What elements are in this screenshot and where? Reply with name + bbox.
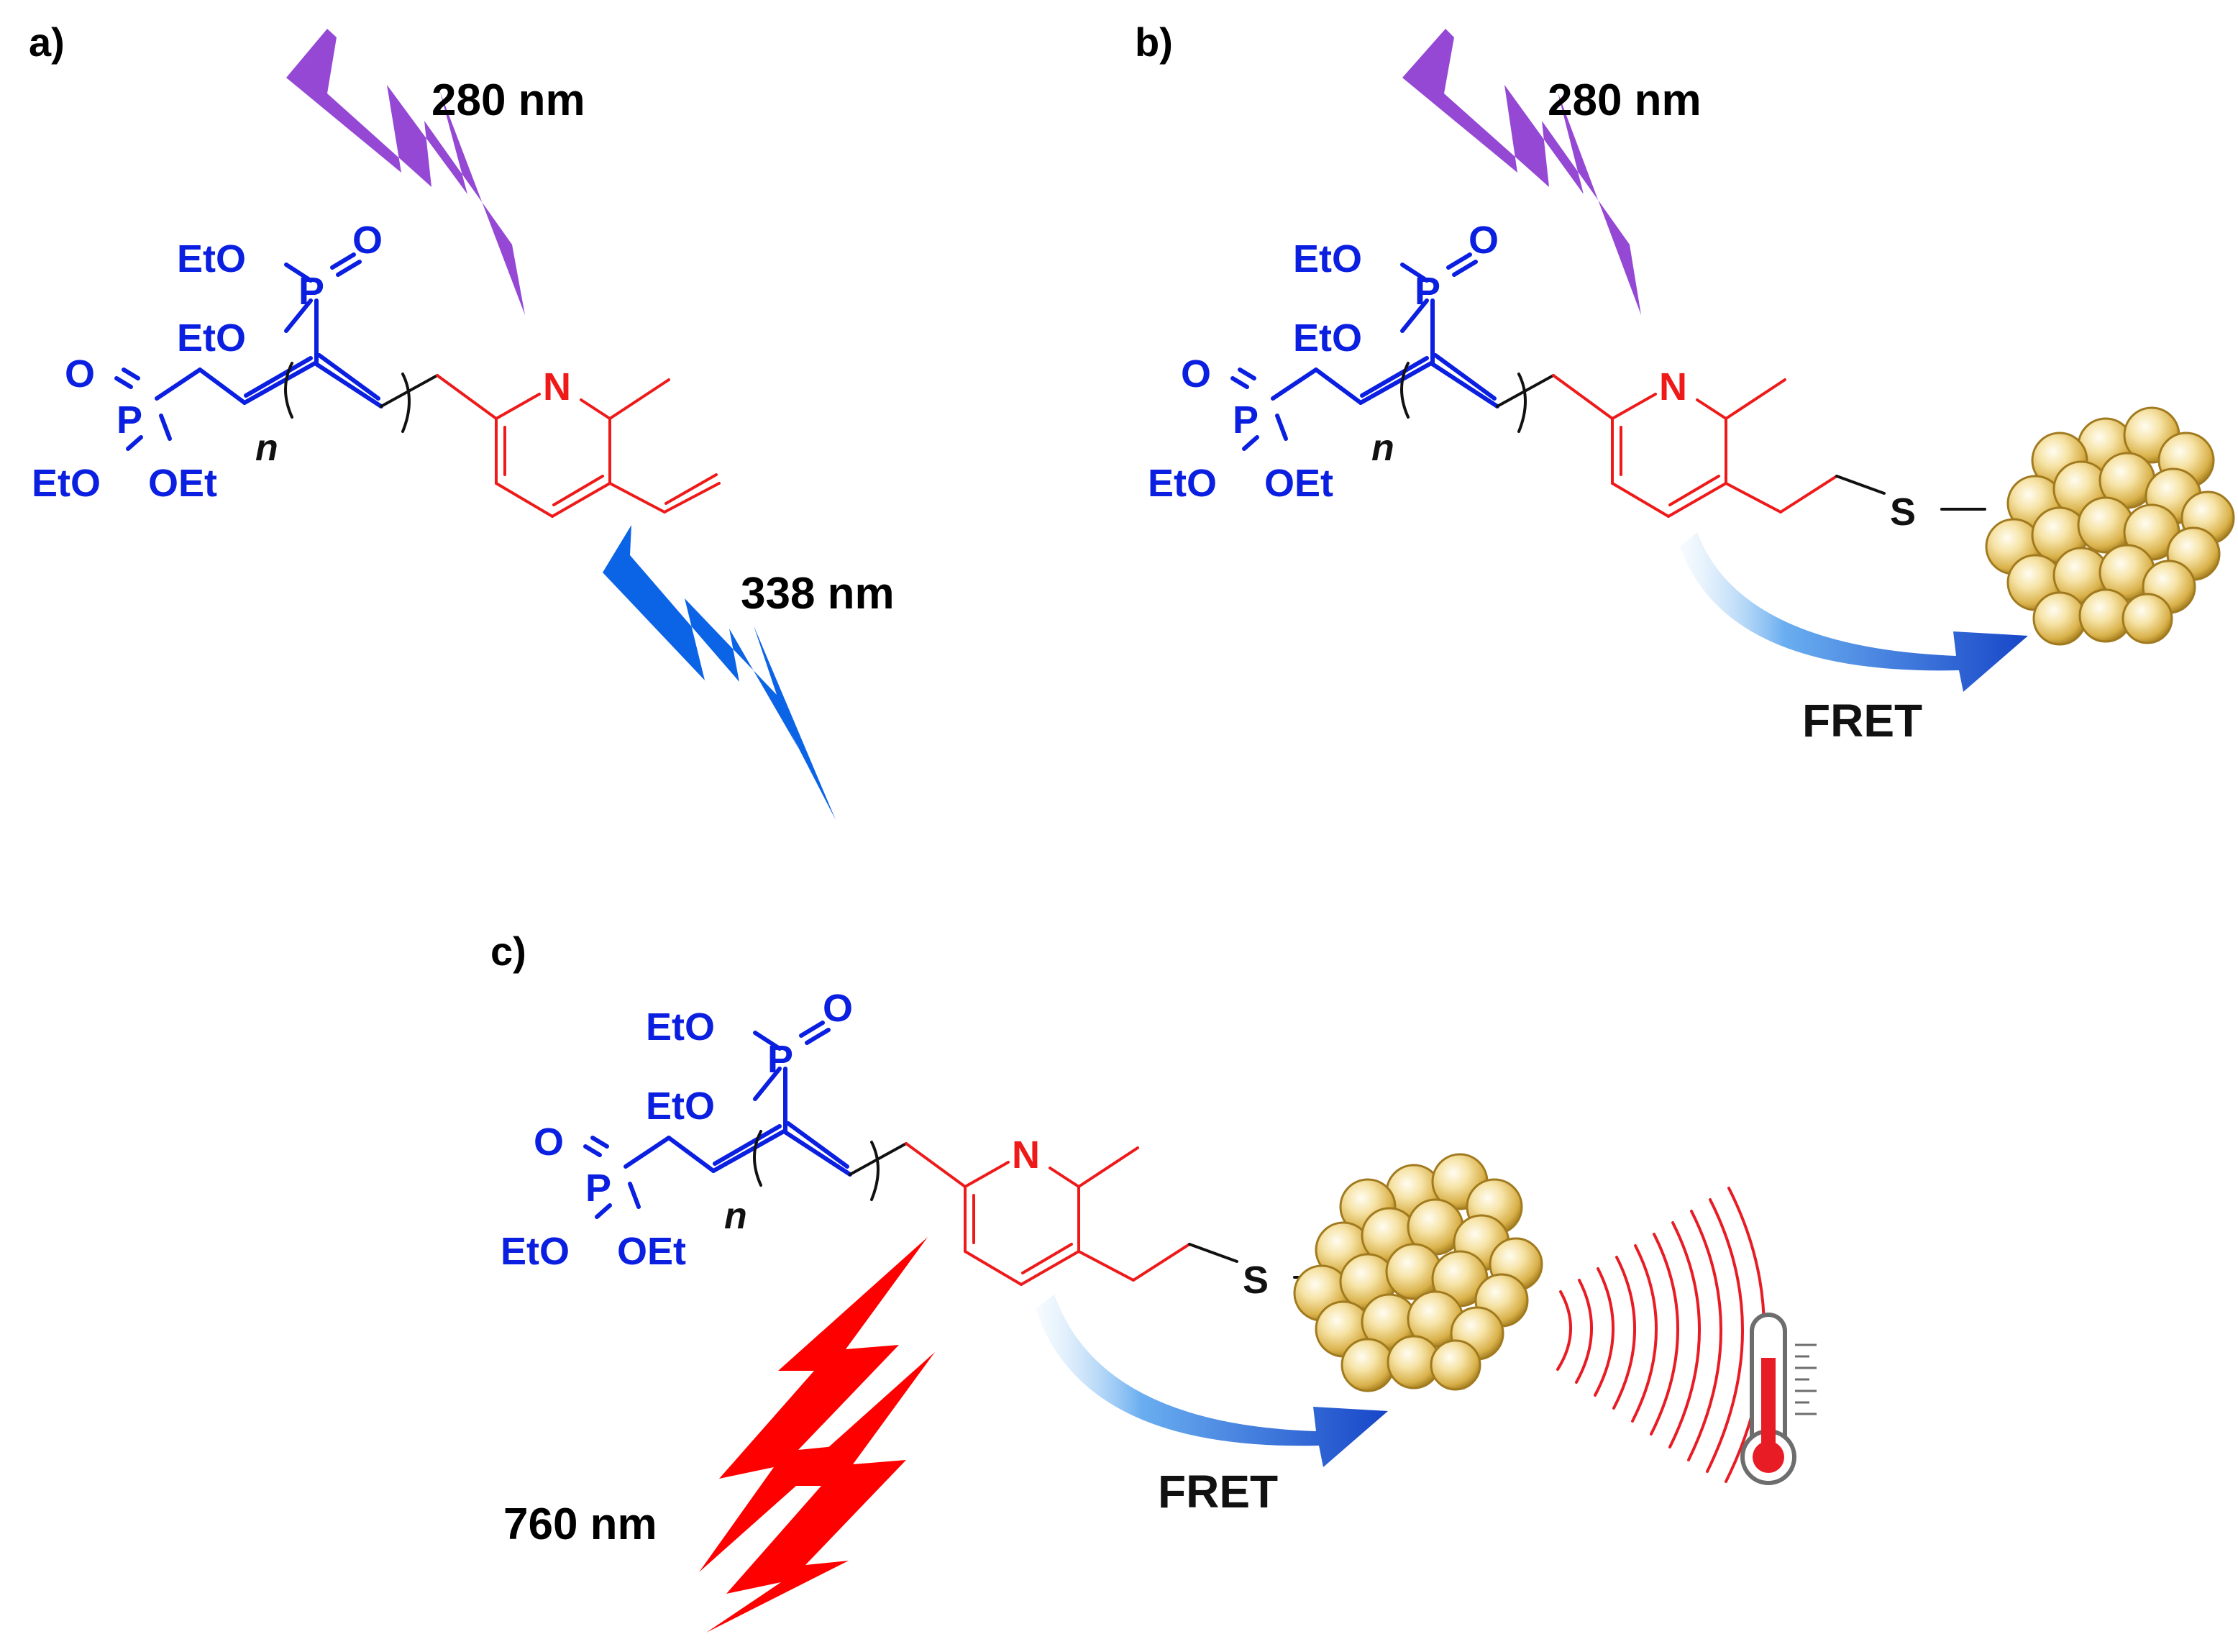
lightning-icon	[603, 525, 836, 820]
panel-b: b) 280 nm	[1135, 19, 2235, 747]
lightning-icon	[286, 29, 525, 315]
polymer-backbone	[583, 1021, 852, 1219]
pyridine-ring	[436, 374, 721, 518]
panel-a-label: a)	[29, 19, 65, 65]
thioether-linker	[1835, 475, 1986, 511]
heat-wave-icon	[1556, 1187, 1766, 1483]
nitrogen-atom: N	[1659, 365, 1687, 409]
oxygen-atom: O	[534, 1121, 564, 1164]
nitrogen-atom: N	[543, 365, 571, 409]
eto-mid-label: EtO	[177, 316, 246, 360]
repeat-index: n	[1371, 427, 1394, 469]
repeat-brackets	[1400, 362, 1555, 433]
fret-arrow	[1680, 532, 2028, 692]
thermometer-icon	[1740, 1313, 1817, 1485]
oxygen-atom: O	[823, 987, 853, 1030]
phosphorus-atom: P	[1415, 270, 1440, 313]
gold-nanoparticle-icon	[1293, 1153, 1543, 1392]
oxygen-atom: O	[65, 352, 95, 396]
fret-arrow	[1036, 1295, 1388, 1467]
fret-label: FRET	[1158, 1466, 1278, 1518]
lightning-icon	[1402, 29, 1641, 315]
phosphorus-atom: P	[1233, 398, 1259, 442]
eto-mid-label: EtO	[646, 1085, 715, 1128]
panel-b-label: b)	[1135, 19, 1173, 65]
eto-bottom-label: EtO	[501, 1230, 570, 1273]
eto-bottom-label: EtO	[1148, 462, 1217, 505]
oxygen-atom: O	[352, 219, 383, 262]
nitrogen-atom: N	[1012, 1133, 1040, 1177]
sulfur-atom: S	[1243, 1259, 1269, 1302]
polymer-backbone	[1230, 252, 1499, 451]
wavelength-280-label: 280 nm	[1548, 76, 1702, 125]
oet-bottom-label: OEt	[617, 1230, 686, 1273]
fret-label: FRET	[1802, 695, 1922, 747]
phosphorus-atom: P	[117, 398, 142, 442]
oxygen-atom: O	[1469, 219, 1499, 262]
sulfur-atom: S	[1890, 490, 1916, 534]
pyridine-ring	[1552, 374, 1838, 518]
repeat-brackets	[284, 362, 439, 433]
repeat-index: n	[255, 427, 278, 469]
repeat-index: n	[724, 1195, 747, 1237]
panel-c-label: c)	[490, 928, 526, 974]
gold-nanoparticle-icon	[1985, 406, 2235, 646]
phosphorus-atom: P	[767, 1038, 793, 1081]
repeat-brackets	[753, 1130, 908, 1201]
eto-top-label: EtO	[177, 237, 246, 280]
eto-mid-label: EtO	[1293, 316, 1362, 360]
lightning-icon	[699, 1237, 928, 1572]
oxygen-atom: O	[1181, 352, 1211, 396]
eto-top-label: EtO	[1293, 237, 1362, 280]
polymer-backbone	[114, 252, 383, 451]
panel-c: c)	[490, 928, 1817, 1633]
lightning-icon	[706, 1352, 935, 1633]
panel-a: a) 280 nm 338 nm	[29, 19, 895, 820]
pyridine-ring	[905, 1142, 1191, 1286]
eto-bottom-label: EtO	[32, 462, 101, 505]
oet-bottom-label: OEt	[148, 462, 217, 505]
wavelength-280-label: 280 nm	[431, 76, 585, 125]
wavelength-338-label: 338 nm	[741, 569, 895, 619]
phosphorus-atom: P	[298, 270, 324, 313]
wavelength-760-label: 760 nm	[503, 1500, 657, 1549]
phosphorus-atom: P	[585, 1167, 611, 1210]
oet-bottom-label: OEt	[1264, 462, 1333, 505]
eto-top-label: EtO	[646, 1005, 715, 1049]
